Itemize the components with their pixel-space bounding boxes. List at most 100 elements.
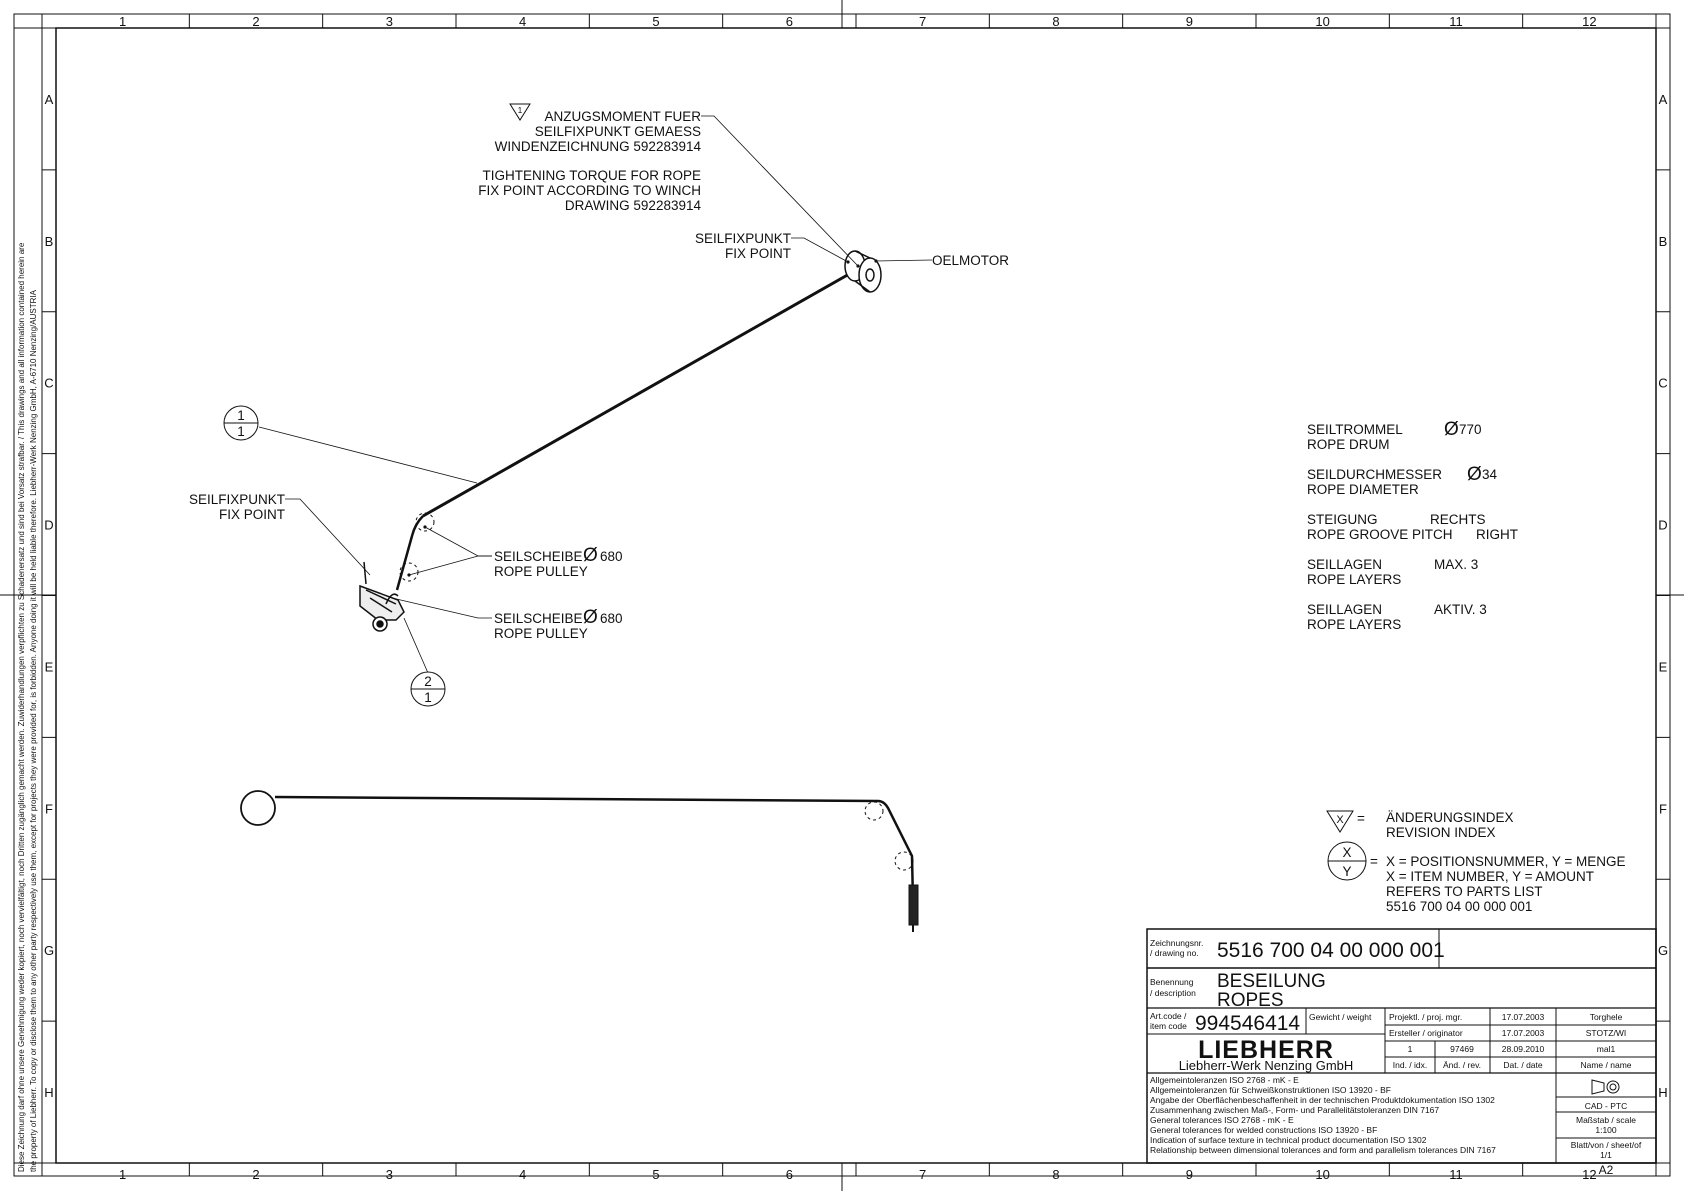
svg-text:Angabe der Oberflächenbeschaff: Angabe der Oberflächenbeschaffenheit in … — [1150, 1095, 1495, 1105]
svg-text:/ drawing no.: / drawing no. — [1150, 948, 1199, 958]
grid-row-label-H-right: H — [1658, 1085, 1667, 1100]
grid-col-label-6-bottom: 6 — [786, 1167, 793, 1182]
svg-text:REVISION INDEX: REVISION INDEX — [1386, 825, 1496, 840]
grid-col-label-9-top: 9 — [1186, 14, 1193, 29]
svg-text:1: 1 — [237, 424, 245, 439]
svg-text:1: 1 — [1408, 1044, 1413, 1054]
torque-revision-mark: 1 — [518, 106, 523, 115]
grid-row-label-D-right: D — [1658, 518, 1667, 533]
grid-col-label-11-bottom: 11 — [1449, 1167, 1463, 1182]
svg-text:Änd. / rev.: Änd. / rev. — [1443, 1060, 1481, 1070]
description-de: BESEILUNG — [1217, 971, 1326, 992]
drawing-number: 5516 700 04 00 000 001 — [1217, 939, 1445, 962]
grid-col-label-10-top: 10 — [1315, 14, 1329, 29]
svg-text:Ø: Ø — [1444, 419, 1459, 440]
svg-text:Gewicht / weight: Gewicht / weight — [1309, 1012, 1372, 1022]
legal-notice-en: the property of Liebherr. To copy or dis… — [29, 289, 38, 1172]
svg-text:Art.code /: Art.code / — [1150, 1011, 1187, 1021]
svg-text:SEILSCHEIBE: SEILSCHEIBE — [494, 611, 583, 626]
grid-col-label-1-top: 1 — [119, 14, 126, 29]
svg-text:2: 2 — [424, 674, 432, 689]
svg-text:1:100: 1:100 — [1595, 1125, 1617, 1135]
pulley-label-2: SEILSCHEIBE Ø 680 ROPE PULLEY — [494, 607, 623, 641]
svg-text:Torghele: Torghele — [1590, 1012, 1623, 1022]
spec-layers-max-de: SEILLAGEN — [1307, 557, 1382, 572]
grid-col-label-2-bottom: 2 — [252, 1167, 259, 1182]
svg-text:X = ITEM NUMBER, Y = AMOUNT: X = ITEM NUMBER, Y = AMOUNT — [1386, 869, 1594, 884]
svg-text:5516 700 04 00 000 001: 5516 700 04 00 000 001 — [1386, 899, 1532, 914]
grid-row-label-G-left: G — [44, 943, 54, 958]
grid-col-label-1-bottom: 1 — [119, 1167, 126, 1182]
projection-symbol-icon — [1591, 1079, 1620, 1095]
rope-upper — [395, 267, 859, 591]
svg-text:Relationship between dimension: Relationship between dimensional toleran… — [1150, 1145, 1496, 1155]
svg-text:28.09.2010: 28.09.2010 — [1502, 1044, 1545, 1054]
leader-lines — [258, 115, 933, 674]
svg-text:Name / name: Name / name — [1580, 1060, 1631, 1070]
spec-rope-en: ROPE DIAMETER — [1307, 482, 1419, 497]
grid-col-label-5-top: 5 — [652, 14, 659, 29]
grid-row-label-H-left: H — [44, 1085, 53, 1100]
fix-point-assembly — [359, 561, 405, 632]
grid-col-label-6-top: 6 — [786, 14, 793, 29]
svg-text:Maßstab / scale: Maßstab / scale — [1576, 1115, 1636, 1125]
spec-pitch-value-de: RECHTS — [1430, 512, 1486, 527]
description-en: ROPES — [1217, 990, 1284, 1011]
torque-de-line-2: SEILFIXPUNKT GEMAESS — [535, 124, 701, 139]
torque-de-line-3: WINDENZEICHNUNG 592283914 — [495, 139, 702, 154]
grid-col-label-9-bottom: 9 — [1186, 1167, 1193, 1182]
svg-text:Ø: Ø — [583, 607, 598, 628]
svg-text:/ description: / description — [1150, 988, 1196, 998]
fixpoint-top-en: FIX POINT — [725, 246, 791, 261]
svg-text:680: 680 — [600, 611, 623, 626]
svg-text:Zusammenhang zwischen Maß-, Fo: Zusammenhang zwischen Maß-, Form- und Pa… — [1150, 1105, 1439, 1115]
spec-pitch-en: ROPE GROOVE PITCH — [1307, 527, 1453, 542]
spec-rope-de: SEILDURCHMESSER — [1307, 467, 1442, 482]
grid-row-label-F-left: F — [45, 801, 53, 816]
torque-note: 1 ANZUGSMOMENT FUER SEILFIXPUNKT GEMAESS… — [478, 103, 702, 213]
svg-text:Benennung: Benennung — [1150, 977, 1194, 987]
spec-layers-active-de: SEILLAGEN — [1307, 602, 1382, 617]
spec-drum-value: 770 — [1459, 422, 1482, 437]
svg-text:17.07.2003: 17.07.2003 — [1502, 1012, 1545, 1022]
svg-text:17.07.2003: 17.07.2003 — [1502, 1028, 1545, 1038]
svg-text:97469: 97469 — [1450, 1044, 1474, 1054]
svg-text:X: X — [1336, 814, 1344, 826]
grid-row-label-G-right: G — [1658, 943, 1668, 958]
liebherr-logo: LIEBHERR — [1198, 1036, 1334, 1064]
grid-col-label-3-bottom: 3 — [386, 1167, 393, 1182]
spec-layers-max-en: ROPE LAYERS — [1307, 572, 1401, 587]
sheet-format: A2 — [1599, 1163, 1614, 1177]
grid-col-label-12-top: 12 — [1582, 14, 1596, 29]
leader-dots — [407, 259, 878, 577]
grid-col-label-5-bottom: 5 — [652, 1167, 659, 1182]
svg-text:=: = — [1357, 811, 1365, 826]
pulley-label-1: SEILSCHEIBE Ø 680 ROPE PULLEY — [494, 545, 623, 579]
svg-text:Allgemeintoleranzen ISO 2768 -: Allgemeintoleranzen ISO 2768 - mK - E — [1150, 1075, 1299, 1085]
svg-text:1: 1 — [237, 408, 245, 423]
grid-col-label-2-top: 2 — [252, 14, 259, 29]
torque-de-line-1: ANZUGSMOMENT FUER — [544, 109, 701, 124]
grid-col-label-11-top: 11 — [1449, 14, 1463, 29]
svg-text:680: 680 — [600, 549, 623, 564]
balloon-item-2: 2 1 — [410, 671, 446, 707]
svg-text:item code: item code — [1150, 1021, 1187, 1031]
rope-lower — [240, 790, 919, 932]
svg-text:Blatt/von / sheet/of: Blatt/von / sheet/of — [1571, 1140, 1642, 1150]
svg-text:Ø: Ø — [1467, 464, 1482, 485]
svg-text:Zeichnungsnr.: Zeichnungsnr. — [1150, 938, 1203, 948]
oelmotor-label: OELMOTOR — [932, 253, 1009, 268]
svg-text:General tolerances for welded: General tolerances for welded constructi… — [1150, 1125, 1377, 1135]
fixpoint-top-de: SEILFIXPUNKT — [695, 231, 791, 246]
revision-triangle-legend-icon — [1326, 810, 1354, 833]
svg-text:Indication of surface texture: Indication of surface texture in technic… — [1150, 1135, 1427, 1145]
legal-notice-de: Diese Zeichnung darf ohne unsere Genehmi… — [17, 242, 26, 1172]
svg-text:1: 1 — [424, 690, 432, 705]
svg-text:Ersteller / originator: Ersteller / originator — [1389, 1028, 1463, 1038]
grid-row-label-B-left: B — [45, 234, 54, 249]
svg-text:Allgemeintoleranzen für Schwei: Allgemeintoleranzen für Schweißkonstrukt… — [1150, 1085, 1391, 1095]
svg-text:=: = — [1370, 854, 1378, 869]
svg-text:SEILSCHEIBE: SEILSCHEIBE — [494, 549, 583, 564]
balloon-item-1: 1 1 — [223, 405, 259, 441]
